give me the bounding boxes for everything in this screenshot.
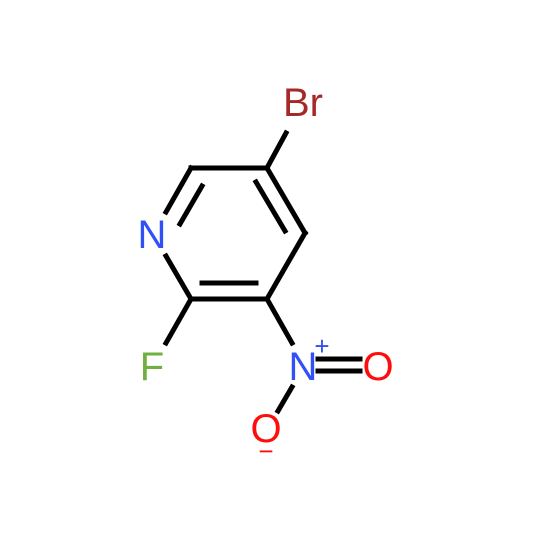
- bond-c2-f: [162, 295, 195, 347]
- bond-c4-c5-inner: [252, 178, 289, 235]
- atom-fluorine: F: [140, 345, 164, 389]
- atom-oxygen-single: O: [250, 407, 281, 451]
- atom-oxygen-double: O: [362, 345, 393, 389]
- bond-c4-c5-outer: [263, 164, 309, 237]
- bond-n1-c2: [162, 252, 195, 303]
- atom-bromine: Br: [283, 81, 323, 125]
- bond-c6-n1-outer: [162, 164, 195, 216]
- charge-negative: −: [258, 436, 273, 466]
- atom-nitrogen-nitro: N: [289, 345, 318, 389]
- charge-positive: +: [314, 331, 329, 361]
- atom-nitrogen-ring: N: [138, 213, 167, 257]
- bond-c3-n-nitro: [263, 295, 296, 347]
- bond-n-o-single: [274, 383, 296, 415]
- bond-c3-c4: [263, 229, 309, 303]
- bond-c6-n1-inner: [176, 182, 206, 228]
- bond-c5-br: [263, 129, 290, 172]
